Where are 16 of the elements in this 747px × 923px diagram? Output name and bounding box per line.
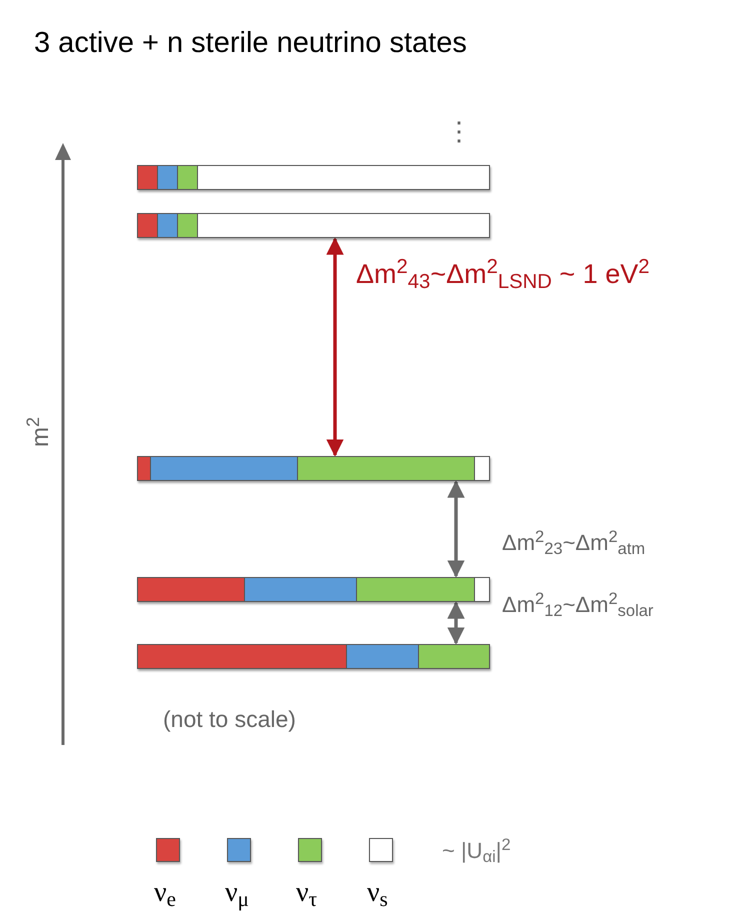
mixing-bar — [137, 165, 490, 190]
double-arrow — [326, 237, 344, 457]
legend-label: ν$_{e}$ — [154, 876, 176, 914]
double-arrow — [447, 601, 465, 645]
legend-label: ν$_{μ}$ — [225, 876, 249, 914]
legend-label: ν$_{s}$ — [367, 876, 388, 914]
mixing-bar — [137, 644, 490, 669]
scale-note: (not to scale) — [163, 705, 296, 734]
continuation-dots: ⋮ — [446, 115, 472, 148]
title: 3 active + n sterile neutrino states — [34, 26, 467, 61]
legend-label: ν$_{τ}$ — [296, 876, 318, 914]
mixing-bar — [137, 456, 490, 481]
mixing-bar — [137, 213, 490, 238]
legend-note: ~ |U$_{αi}$|$^{2}$ — [442, 834, 511, 867]
double-arrow — [447, 480, 465, 578]
mixing-bar — [137, 577, 490, 602]
